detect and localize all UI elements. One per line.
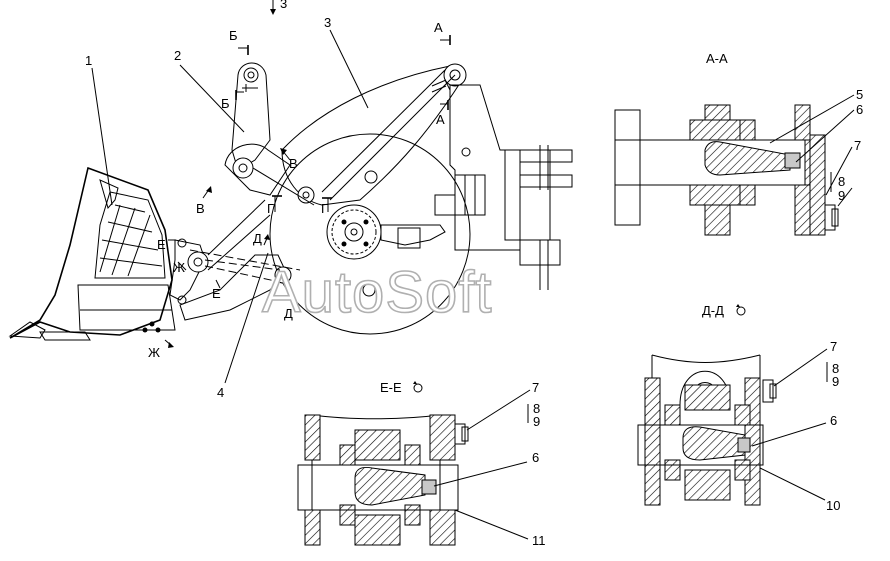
bucket	[9, 166, 173, 339]
cut-mark-zh-bottom: Ж	[148, 339, 174, 360]
aa-callout-5: 5	[856, 87, 863, 102]
ee-callout-11: 11	[532, 533, 546, 548]
aa-callout-6: 6	[856, 102, 863, 117]
svg-text:В: В	[289, 156, 298, 171]
aa-callout-8: 8	[838, 174, 845, 189]
svg-text:Ж: Ж	[148, 345, 160, 360]
svg-text:Е: Е	[157, 237, 166, 252]
svg-text:Б: Б	[229, 28, 238, 43]
ee-callout-7: 7	[532, 380, 539, 395]
svg-text:Ж: Ж	[173, 260, 185, 275]
cut-mark-a-bottom: А	[436, 100, 449, 127]
svg-text:В: В	[196, 201, 205, 216]
dd-callout-9: 9	[832, 374, 839, 389]
cut-mark-d-bottom: Д	[284, 297, 298, 321]
rotate-icon	[413, 381, 423, 393]
dd-callout-10: 10	[826, 498, 840, 513]
callout-3: 3	[324, 15, 331, 30]
cut-mark-g-left: Г	[267, 195, 282, 216]
cut-mark-zh-top: Ж	[173, 260, 187, 275]
boom-arm	[281, 65, 463, 206]
aa-callout-9: 9	[838, 188, 845, 203]
callout-2: 2	[174, 48, 181, 63]
dd-callout-8: 8	[832, 361, 839, 376]
section-d-d-title: Д-Д	[702, 303, 724, 318]
svg-text:А: А	[436, 112, 445, 127]
aa-callout-7: 7	[854, 138, 861, 153]
svg-text:Д: Д	[253, 231, 262, 246]
rotate-icon	[736, 304, 746, 316]
callout-1: 1	[85, 53, 92, 68]
svg-text:Е: Е	[212, 286, 221, 301]
view-arrow-label: 3	[280, 0, 287, 11]
main-assembly-view: 3	[8, 0, 573, 400]
ee-callout-9: 9	[533, 414, 540, 429]
svg-text:Г: Г	[321, 201, 328, 216]
dd-callout-6: 6	[830, 413, 837, 428]
bucket-side-ribs	[94, 191, 166, 279]
bucket-bracket	[169, 239, 206, 301]
section-e-e: Е-Е 7 8 9 6 11	[297, 380, 546, 548]
section-a-a: А-А 5 6 7 8 9	[614, 51, 863, 236]
section-a-a-title: А-А	[706, 51, 728, 66]
cut-mark-e-bottom: Е	[212, 279, 221, 301]
section-e-e-title: Е-Е	[380, 380, 402, 395]
svg-text:Д: Д	[284, 306, 293, 321]
cut-mark-b-bottom: Б	[221, 90, 244, 111]
callout-4: 4	[217, 385, 224, 400]
cut-mark-d-top: Д	[253, 231, 270, 246]
cut-mark-g-right: Г	[321, 197, 332, 216]
cut-mark-a-top: А	[434, 20, 451, 45]
ee-callout-6: 6	[532, 450, 539, 465]
watermark: AutoSoft	[262, 260, 492, 325]
dd-callout-7: 7	[830, 339, 837, 354]
cut-mark-b-top: Б	[229, 28, 249, 55]
svg-text:А: А	[434, 20, 443, 35]
section-d-d: Д-Д 7 8 9 6 10	[637, 303, 840, 513]
svg-text:Г: Г	[267, 201, 274, 216]
ee-callout-8: 8	[533, 401, 540, 416]
svg-text:Б: Б	[221, 96, 230, 111]
cut-mark-v-right: В	[280, 148, 298, 171]
cut-mark-e-top: Е	[157, 237, 176, 252]
frame-disc	[269, 133, 471, 335]
mount-frame	[449, 84, 521, 251]
cut-mark-v-left: В	[196, 186, 212, 216]
